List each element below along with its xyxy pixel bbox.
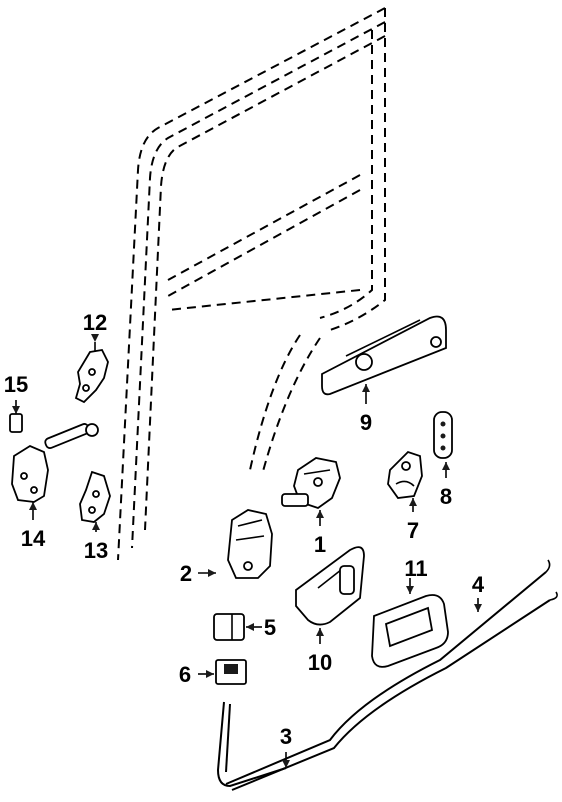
callout-14: 14 — [21, 526, 46, 551]
part-13-lower-hinge — [79, 470, 111, 532]
part-3-cable — [216, 701, 290, 788]
part-1-latch — [281, 457, 341, 526]
door-outline — [117, 7, 386, 561]
part-4-rod — [225, 559, 558, 791]
callout-8: 8 — [440, 484, 452, 509]
callout-9: 9 — [360, 410, 372, 435]
part-8-striker-plate — [433, 411, 453, 478]
part-12-upper-hinge — [74, 334, 109, 404]
callout-11: 11 — [404, 556, 427, 581]
part-6-retainer — [198, 659, 247, 685]
part-11-bezel — [371, 578, 449, 668]
callout-4: 4 — [472, 572, 485, 597]
callout-3: 3 — [280, 724, 292, 749]
callout-12: 12 — [83, 310, 107, 335]
callout-10: 10 — [308, 650, 332, 675]
callout-7: 7 — [407, 518, 419, 543]
part-9-outside-handle — [321, 315, 447, 404]
part-7-striker — [387, 450, 423, 512]
callout-15: 15 — [4, 372, 28, 397]
part-10-inside-handle — [295, 546, 365, 644]
callout-13: 13 — [84, 538, 108, 563]
part-15-pin — [9, 400, 23, 433]
callout-1: 1 — [314, 532, 326, 557]
part-5-lock-cylinder — [213, 613, 262, 641]
callout-6: 6 — [179, 662, 191, 687]
callout-labels: 1 2 3 4 5 6 7 8 9 10 11 12 13 14 15 — [4, 310, 485, 749]
callout-2: 2 — [180, 561, 192, 586]
callout-5: 5 — [264, 615, 276, 640]
part-14-door-check — [11, 423, 99, 520]
part-2-actuator — [198, 509, 273, 579]
